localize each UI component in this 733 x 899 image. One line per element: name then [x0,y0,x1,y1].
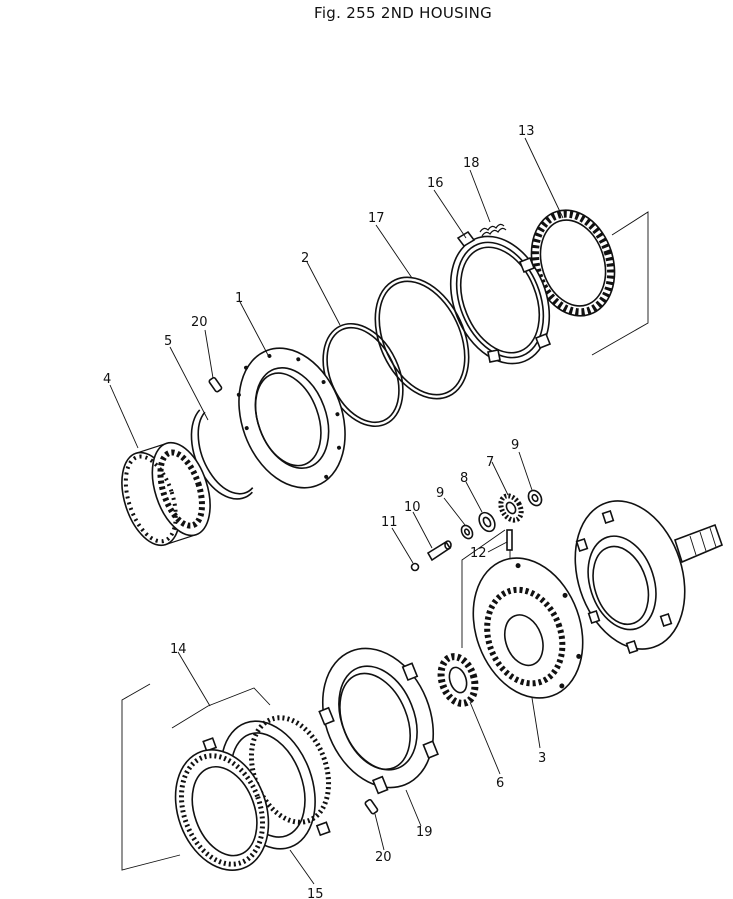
part-19-brake-housing [318,647,439,795]
part-7-pinion-gear [498,493,524,523]
part-3-carrier [472,557,584,699]
callout-16: 16 [427,176,444,191]
callout-18: 18 [463,156,480,171]
part-20-pin-bottom [364,798,379,815]
part-9-washer-b [460,524,474,540]
callout-1: 1 [235,291,243,306]
bracket-14-left [121,683,181,871]
callout-11: 11 [381,515,398,530]
part-16-tab-right [518,256,536,274]
part-10-shaft [426,540,452,562]
callout-14: 14 [170,642,187,657]
callout-7: 7 [486,455,494,470]
callout-3: 3 [538,751,546,766]
leader-lines [109,137,564,885]
callout-15: 15 [307,887,324,899]
part-16-tab-bottom [487,349,501,363]
callout-10: 10 [404,500,421,515]
callout-2: 2 [301,251,309,266]
bracket-3-carrier [461,529,506,648]
part-8-needle-bearing [478,511,496,533]
part-13-ring-gear [530,209,616,317]
callout-6: 6 [496,776,504,791]
callout-8: 8 [460,471,468,486]
callout-13: 13 [518,124,535,139]
callout-20-bottom: 20 [375,850,392,865]
part-16-tab-bottom-right [534,332,552,350]
part-4-clutch-hub [121,441,211,547]
part-6-gear [437,653,479,707]
callout-12: 12 [470,546,487,561]
part-11-ball [410,562,420,572]
part-20-pin-top [208,376,223,393]
part-16-tab-top [456,230,476,248]
bracket-14-top [171,687,271,729]
callout-17: 17 [368,211,385,226]
part-9-washer-a [527,489,543,507]
part-15-friction-disc-inner [248,715,332,825]
bracket-13 [591,211,649,356]
callout-19: 19 [416,825,433,840]
callout-9-right: 9 [511,438,519,453]
callout-5: 5 [164,334,172,349]
part-14-friction-disc [174,749,270,871]
output-housing-assembly [574,500,724,654]
figure-title: Fig. 255 2ND HOUSING [314,4,492,22]
part-1-housing [236,347,346,489]
part-12-pin [506,529,513,551]
callout-9-left: 9 [436,486,444,501]
part-18-spring [479,223,507,237]
callout-4: 4 [103,372,111,387]
callout-20-top: 20 [191,315,208,330]
